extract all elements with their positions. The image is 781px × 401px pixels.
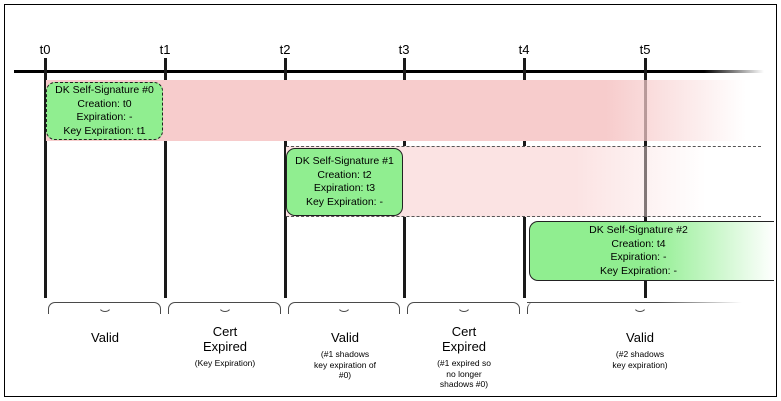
signature-2-key-expiration: Key Expiration: - — [599, 264, 678, 277]
signature-0-key-expiration: Key Expiration: t1 — [63, 124, 146, 137]
validity-band-signature-0 — [46, 80, 761, 141]
period-4-subtitle-line2: key expiration) — [612, 359, 668, 370]
tick-label-t4: t4 — [518, 42, 530, 57]
period-2-subtitle-line2: key expiration of — [314, 359, 376, 370]
signature-1-key-expiration: Key Expiration: - — [305, 195, 384, 208]
period-caption-4: Valid (#2 shadows key expiration) — [555, 330, 725, 370]
period-2-subtitle-line3: #0) — [338, 370, 352, 380]
period-0-title: Valid — [91, 330, 119, 345]
period-3-title-line1: Cert — [451, 324, 477, 339]
signature-0-title: DK Self-Signature #0 — [55, 84, 154, 96]
tick-label-t1: t1 — [159, 42, 171, 57]
signature-box-0[interactable]: DK Self-Signature #0 Creation: t0 Expira… — [46, 82, 163, 140]
tick-label-t5: t5 — [639, 42, 651, 57]
tick-label-t3: t3 — [398, 42, 410, 57]
period-3-subtitle-line3: shadows #0) — [439, 379, 489, 389]
period-2-title: Valid — [331, 330, 359, 345]
period-caption-0: Valid — [30, 330, 180, 345]
signature-1-creation: Creation: t2 — [317, 168, 372, 181]
period-3-subtitle-line2: no longer — [446, 368, 482, 379]
signature-2-creation: Creation: t4 — [611, 237, 666, 250]
tick-line-t0 — [44, 58, 47, 298]
period-3-subtitle-line1: (#1 expired so — [437, 358, 491, 368]
tick-label-t2: t2 — [279, 42, 291, 57]
signature-2-title: DK Self-Signature #2 — [589, 224, 688, 236]
tick-label-t0: t0 — [39, 42, 51, 57]
signature-1-expiration: Expiration: t3 — [313, 182, 376, 194]
period-caption-3: Cert Expired (#1 expired so no longer sh… — [389, 324, 539, 390]
period-1-title-line2: Expired — [202, 339, 248, 354]
brace-period-4 — [527, 302, 742, 314]
timeline-axis — [14, 70, 764, 73]
signature-0-creation: Creation: t0 — [77, 97, 132, 110]
signature-1-title: DK Self-Signature #1 — [295, 155, 394, 167]
period-caption-1: Cert Expired (Key Expiration) — [150, 324, 300, 369]
period-3-title-line2: Expired — [441, 339, 487, 354]
signature-2-expiration: Expiration: - — [610, 251, 667, 263]
brace-period-2 — [288, 302, 400, 314]
tick-line-t1 — [164, 58, 167, 298]
tick-line-t2 — [284, 58, 287, 298]
brace-period-3 — [407, 302, 520, 314]
period-4-subtitle-line1: (#2 shadows — [615, 349, 665, 359]
signature-box-2[interactable]: DK Self-Signature #2 Creation: t4 Expira… — [529, 221, 774, 281]
brace-period-1 — [168, 302, 281, 314]
period-1-title-line1: Cert — [212, 324, 238, 339]
signature-box-1[interactable]: DK Self-Signature #1 Creation: t2 Expira… — [286, 148, 403, 216]
period-2-subtitle-line1: (#1 shadows — [320, 349, 370, 359]
signature-0-expiration: Expiration: - — [76, 111, 133, 123]
period-1-subtitle: (Key Expiration) — [194, 358, 256, 368]
period-4-title: Valid — [626, 330, 654, 345]
brace-period-0 — [48, 302, 161, 314]
period-caption-2: Valid (#1 shadows key expiration of #0) — [270, 330, 420, 381]
